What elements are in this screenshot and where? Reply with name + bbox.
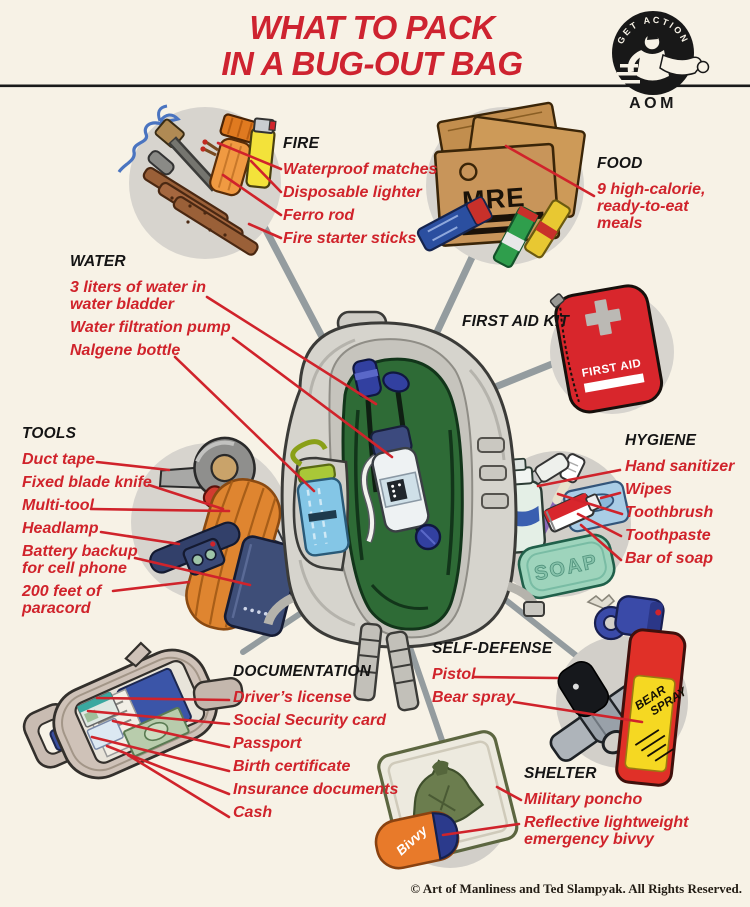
list-item: Multi-tool (22, 496, 94, 514)
soap-icon: SOAP (517, 533, 616, 600)
section-hygiene-header: HYGIENE (625, 432, 697, 449)
section-documentation-header: DOCUMENTATION (233, 663, 372, 680)
section-shelter-header: SHELTER (524, 765, 597, 782)
list-item: Pistol (432, 665, 476, 683)
list-item: Fixed blade knife (22, 473, 152, 491)
energy-bar-green-icon (492, 205, 539, 268)
list-item: Driver’s license (233, 688, 352, 706)
section-hygiene: HYGIENE Hand sanitizer Wipes Toothbrush … (625, 433, 734, 573)
list-item: Passport (233, 734, 302, 752)
list-item: Ferro rod (283, 206, 355, 224)
documentation-illustration (22, 641, 244, 780)
list-item: Military poncho (524, 790, 643, 808)
title-line-2: IN A BUG-OUT BAG (221, 45, 523, 82)
list-item: 9 high-calorie, ready-to-eat meals (597, 180, 706, 232)
energy-bar-blue-icon (416, 196, 493, 252)
pouch-tab (124, 641, 152, 668)
first-aid-kit-illustration: FIRST AID (549, 284, 674, 414)
list-item: Nalgene bottle (70, 341, 181, 359)
section-documentation: DOCUMENTATION Driver’s license Social Se… (233, 664, 398, 827)
section-tools: TOOLS Duct tape Fixed blade knife Multi-… (22, 426, 152, 623)
self-defense-illustration: BEAR SPRAY (549, 593, 690, 787)
molle-webbing (477, 437, 509, 509)
list-item: Cash (233, 803, 273, 821)
section-fire: FIRE Waterproof matches Disposable light… (283, 136, 437, 253)
list-item: Bar of soap (625, 549, 714, 567)
section-food: FOOD 9 high-calorie, ready-to-eat meals (597, 156, 705, 238)
list-item: Water filtration pump (70, 318, 231, 336)
fire-sticks-icon (142, 166, 259, 256)
matches-icon (200, 139, 219, 157)
leader-lines (86, 141, 644, 837)
section-self-defense-header: SELF-DEFENSE (432, 640, 553, 657)
list-item: 3 liters of water in water bladder (70, 278, 207, 313)
section-first-aid-header: FIRST AID KIT (462, 313, 570, 330)
ferro-rod-icon (147, 118, 221, 192)
list-item: Reflective lightweight emergency bivvy (524, 813, 689, 848)
title-line-1: WHAT TO PACK (249, 9, 495, 46)
copyright-notice: © Art of Manliness and Ted Slampyak. All… (410, 881, 742, 896)
water-pump-icon (360, 424, 430, 543)
list-item: Hand sanitizer (625, 457, 735, 475)
section-self-defense: SELF-DEFENSE Pistol Bear spray (432, 641, 552, 712)
backpack-illustration (263, 310, 545, 712)
pistol-icon (549, 661, 646, 762)
logo-wordmark: AOM (629, 95, 677, 112)
list-item: Bear spray (432, 688, 515, 706)
nalgene-bottle-icon (290, 439, 350, 557)
list-item: 200 feet of paracord (22, 582, 102, 617)
energy-bar-yellow-icon (524, 199, 571, 259)
section-water: WATER 3 liters of water in water bladder… (70, 254, 231, 365)
list-item: Waterproof matches (283, 160, 438, 178)
cross-icon (584, 299, 622, 336)
section-fire-header: FIRE (283, 135, 320, 152)
page-title: WHAT TO PACK IN A BUG-OUT BAG (0, 10, 744, 82)
list-item: Toothbrush (625, 503, 714, 521)
section-shelter: SHELTER Military poncho Reflective light… (524, 766, 688, 854)
list-item: Battery backup for cell phone (22, 542, 138, 577)
list-item: Social Security card (233, 711, 386, 729)
list-item: Toothpaste (625, 526, 711, 544)
tools-illustration (131, 436, 301, 637)
bladder-valve-icon (382, 371, 410, 393)
pouch-strap-end (192, 676, 244, 711)
lighter-icon (245, 117, 277, 189)
headlamp-icon (149, 521, 241, 576)
list-item: Insurance documents (233, 780, 399, 798)
section-tools-header: TOOLS (22, 425, 77, 442)
ss-card-icon (86, 717, 124, 750)
section-food-header: FOOD (597, 155, 643, 172)
list-item: Wipes (625, 480, 672, 498)
header-rule (0, 84, 750, 88)
list-item: Fire starter sticks (283, 229, 417, 247)
list-item: Duct tape (22, 450, 95, 468)
logo-man-icon (617, 32, 710, 84)
list-item: Disposable lighter (283, 183, 422, 201)
section-first-aid: FIRST AID KIT (462, 314, 569, 339)
food-illustration: MRE (416, 101, 586, 268)
section-water-header: WATER (70, 253, 126, 270)
list-item: Birth certificate (233, 757, 351, 775)
list-item: Headlamp (22, 519, 99, 537)
bottom-straps (263, 581, 545, 712)
bladder-cap-icon (352, 358, 382, 398)
fire-illustration (117, 104, 281, 259)
